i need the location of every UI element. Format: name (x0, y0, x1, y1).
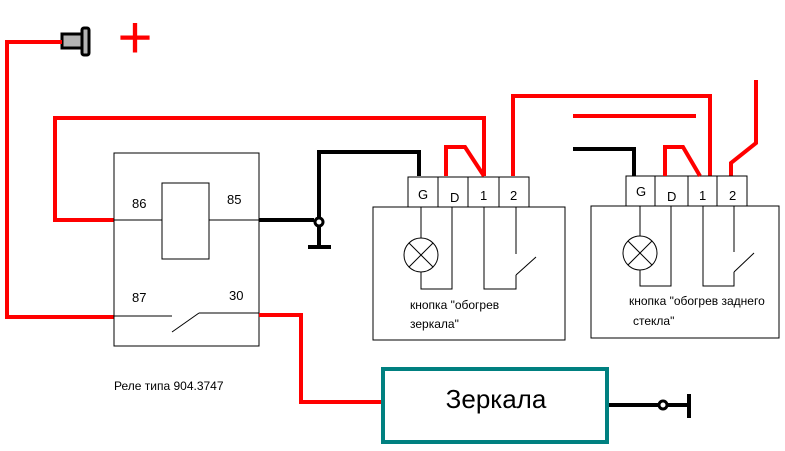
relay-coil (161, 182, 210, 260)
wire-30-to-load (259, 313, 384, 404)
rear-btn-switch-contact (733, 252, 755, 273)
load-ground-node-icon (657, 399, 669, 411)
wire-rear-2-to-supply (729, 80, 758, 176)
wire-mirror-d-to-1 (444, 145, 486, 178)
mirror-btn-switch-contact (515, 256, 537, 276)
wire-86-to-mirror-btn-1 (53, 116, 486, 222)
mirror-btn-pin-g: G (418, 187, 428, 202)
plus-sign: + (117, 4, 152, 71)
load-mirrors-label: Зеркала (446, 384, 547, 414)
wire-ground-to-mirror-btn-g (317, 150, 421, 222)
mirror-btn-pin-1: 1 (480, 188, 487, 203)
mirror-btn-pin-d: D (450, 190, 459, 205)
mirror-btn-pin-2: 2 (510, 188, 517, 203)
ground-node-icon (313, 216, 325, 228)
relay-caption: Реле типа 904.3747 (114, 379, 224, 393)
rear-btn-caption-1: кнопка "обогрев заднего (629, 294, 765, 308)
wire-rear-d-to-1 (663, 145, 702, 178)
rear-btn-pin-2: 2 (729, 188, 736, 203)
battery-terminal-icon (60, 26, 91, 57)
rear-btn-pin-d: D (667, 189, 676, 204)
rear-btn-pin-1: 1 (699, 188, 706, 203)
relay-pin-30-label: 30 (229, 288, 243, 303)
mirror-btn-caption-1: кнопка "обогрев (410, 298, 499, 312)
wire-rear-ground (573, 147, 636, 176)
relay-pin-86-label: 86 (132, 196, 146, 211)
mirror-heating-button: G D 1 2 кнопка "обогрев зеркала" (372, 176, 566, 341)
relay-pin-87-label: 87 (132, 290, 146, 305)
relay-switch-contact (171, 312, 200, 333)
rear-btn-caption-2: стекла" (633, 314, 674, 328)
wire-mirror-2-to-rear-1 (511, 94, 712, 176)
relay-pin-85-label: 85 (227, 192, 241, 207)
mirror-btn-caption-2: зеркала" (410, 317, 459, 331)
load-mirrors-box (381, 367, 609, 444)
rear-btn-pin-g: G (636, 184, 646, 199)
rear-window-heating-button: G D 1 2 кнопка "обогрев заднего стекла" (590, 175, 780, 339)
wire-battery-to-87 (5, 40, 114, 319)
